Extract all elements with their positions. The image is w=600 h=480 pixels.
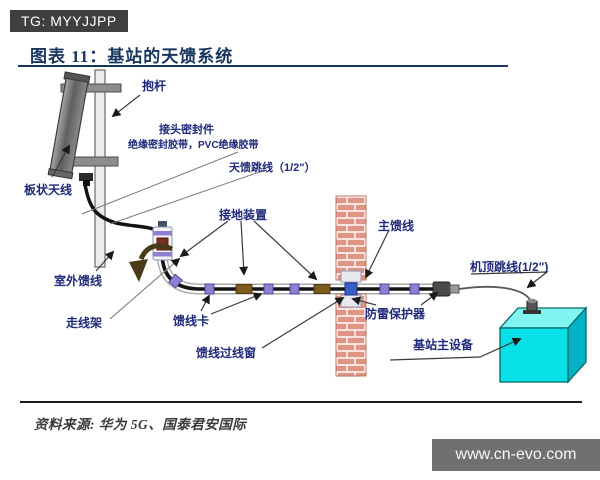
feeder-clamp-markers — [168, 273, 420, 295]
leader-grounding-right — [253, 220, 318, 281]
label-top-jumper: 机顶跳线(1/2") — [470, 260, 549, 274]
leader-grounding-mid — [239, 220, 249, 276]
figure-title: 图表 11：基站的天馈系统 — [30, 47, 234, 66]
label-pole: 抱杆 — [142, 79, 167, 93]
antenna-port — [79, 173, 93, 181]
bts-top-port — [523, 298, 541, 314]
cable-tray-outline — [156, 244, 448, 295]
website-badge: www.cn-evo.com — [432, 439, 600, 471]
leader-feeder-window — [261, 297, 345, 349]
label-lightning-protector: 防雷保护器 — [365, 307, 426, 321]
joint-seal-connector — [152, 221, 173, 261]
mounting-pole — [94, 69, 106, 268]
leader-feeder-clamp-2 — [210, 292, 263, 315]
leader-top-jumper — [470, 271, 549, 289]
leader-antenna-jumper — [109, 169, 266, 225]
grounding-kit-markers — [235, 284, 331, 294]
leader-lines — [51, 94, 549, 361]
brick-wall-upper — [335, 195, 367, 281]
leader-lightning-left — [351, 296, 377, 306]
footer-divider — [20, 401, 582, 403]
pole-clamp-top — [60, 83, 122, 93]
label-grounding-device: 接地装置 — [219, 208, 268, 222]
leader-main-feeder — [365, 229, 390, 279]
label-outdoor-feeder: 室外馈线 — [54, 274, 103, 288]
main-feeder-cable — [160, 228, 434, 291]
label-feeder-clamp: 馈线卡 — [173, 314, 210, 328]
bts-equipment-box — [498, 306, 588, 384]
leader-outdoor-feeder — [95, 250, 115, 272]
watermark-badge: TG: MYYJJPP — [10, 10, 128, 32]
direction-arrow-icon — [129, 243, 174, 282]
leader-bts-equipment — [389, 337, 522, 361]
antenna-gland — [83, 180, 90, 186]
leader-feeder-clamp-1 — [200, 294, 210, 312]
source-line: 资料来源: 华为 5G、国泰君安国际 — [34, 417, 247, 432]
panel-antenna-icon — [47, 71, 91, 180]
label-feeder-window: 馈线过线窗 — [196, 346, 257, 360]
label-cable-rack: 走线架 — [66, 316, 103, 330]
label-joint-seal: 接头密封件 — [159, 124, 214, 136]
label-insulation-tape: 绝缘密封胶带，PVC绝缘胶带 — [128, 140, 259, 151]
lightning-protector-connector — [432, 281, 460, 297]
title-underline — [18, 65, 508, 67]
label-bts-equipment: 基站主设备 — [413, 338, 474, 352]
brick-wall-lower — [335, 293, 367, 377]
cable-tray — [158, 244, 448, 293]
top-jumper-cable — [458, 286, 533, 307]
leader-lightning-right — [420, 291, 439, 306]
leader-pole — [111, 94, 141, 118]
leader-grounding-left — [179, 220, 229, 258]
leader-cable-rack — [109, 257, 181, 320]
label-panel-antenna: 板状天线 — [24, 183, 73, 197]
leader-joint-seal — [81, 151, 239, 215]
label-antenna-jumper: 天馈跳线（1/2"） — [229, 162, 316, 174]
label-main-feeder: 主馈线 — [378, 219, 415, 233]
leader-panel-antenna — [51, 144, 70, 178]
